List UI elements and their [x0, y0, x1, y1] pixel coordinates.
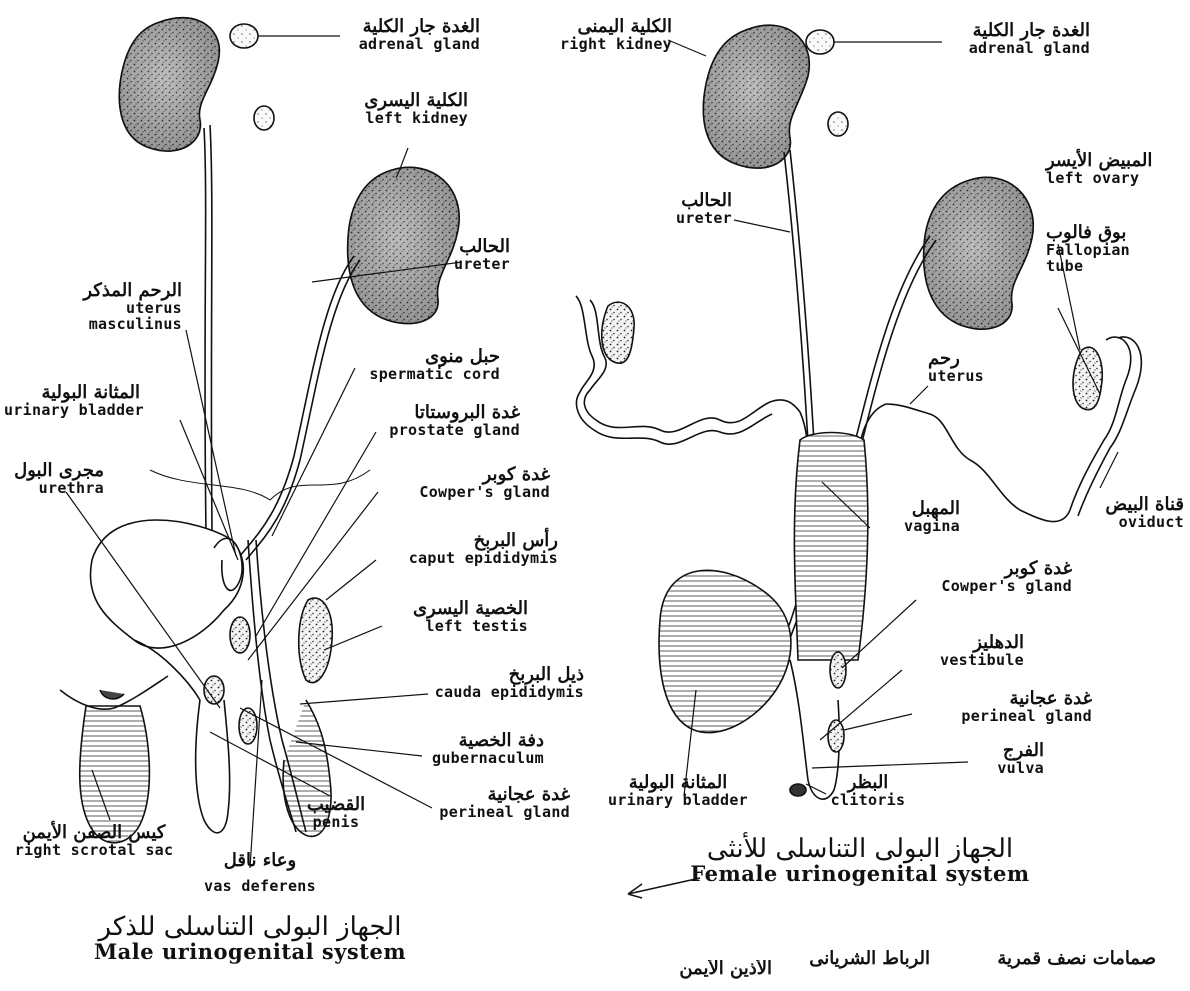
female-cowpers: [830, 652, 846, 688]
female-label-ureter: الحالب ureter: [660, 192, 732, 227]
male-title: الجهاز البولى التناسلى للذكر Male urinog…: [80, 914, 420, 963]
male-label-cauda-epididymis: ذيل البربخ cauda epididymis: [420, 666, 584, 701]
male-label-adrenal-gland: الغدة جار الكلية adrenal gland: [330, 18, 480, 53]
male-label-ureter: الحالب ureter: [440, 238, 510, 273]
bottom-label-right-atrium: الأذين الأيمن: [642, 960, 772, 991]
male-label-cowpers-gland: غدة كوبر Cowper's gland: [378, 466, 550, 501]
male-diagram: [60, 18, 462, 868]
female-label-perineal-gland: غدة عجانية perineal gland: [910, 690, 1092, 725]
female-left-kidney: [924, 177, 1034, 329]
male-adrenal-1: [230, 24, 258, 48]
female-label-adrenal-gland: الغدة جار الكلية adrenal gland: [940, 22, 1090, 57]
female-label-vulva: الفرج vulva: [964, 742, 1044, 777]
male-label-uterus-masculinus: الرحم المذكر uterus masculinus: [68, 282, 182, 332]
male-label-perineal-gland: غدة عجانية perineal gland: [420, 786, 570, 821]
female-label-vagina: المهبل vagina: [870, 500, 960, 535]
male-label-left-testis: الخصية اليسرى left testis: [384, 600, 528, 635]
female-label-urinary-bladder: المثانة البولية urinary bladder: [588, 774, 768, 809]
female-label-fallopian-tube: بوق فالوب Fallopian tube: [1046, 224, 1166, 274]
female-label-oviduct: قناة البيض oviduct: [1074, 496, 1184, 531]
male-label-left-kidney: الكلية اليسرى left kidney: [338, 92, 468, 127]
bottom-label-arterial-ligament: الرباط الشريانى: [780, 950, 930, 991]
female-left-ovary: [1073, 347, 1102, 410]
male-left-testis: [299, 598, 332, 683]
female-right-kidney: [703, 25, 809, 168]
male-bladder: [90, 520, 243, 648]
female-clitoris: [790, 784, 806, 796]
male-label-prostate-gland: غدة البروستاتا prostate gland: [370, 404, 520, 439]
male-label-caput-epididymis: رأس البربخ caput epididymis: [372, 532, 558, 567]
female-title: الجهاز البولى التناسلى للأنثى Female uri…: [680, 836, 1040, 885]
bottom-label-semilunar-valves: صمامات نصف قمرية: [966, 950, 1156, 991]
male-label-right-scrotal-sac: كيس الصفن الأيمن right scrotal sac: [4, 824, 184, 859]
female-adrenal-2: [828, 112, 848, 136]
female-label-right-kidney: الكلية اليمنى right kidney: [560, 18, 672, 53]
male-label-vas-deferens: وعاء ناقل vas deferens: [200, 852, 320, 895]
male-adrenal-2: [254, 106, 274, 130]
female-label-left-ovary: المبيض الأيسر left ovary: [1046, 152, 1186, 187]
female-adrenal-1: [806, 30, 834, 54]
male-prostate: [230, 617, 250, 653]
female-label-cowpers-gland: غدة كوبر Cowper's gland: [910, 560, 1072, 595]
male-label-urinary-bladder: المثانة البولية urinary bladder: [4, 384, 140, 419]
male-label-spermatic-cord: حبل منوى spermatic cord: [350, 348, 500, 383]
female-label-uterus: رحم uterus: [928, 350, 1018, 385]
female-label-vestibule: الدهليز vestibule: [900, 634, 1024, 669]
female-label-clitoris: البظر clitoris: [818, 774, 918, 809]
male-cowpers: [239, 708, 257, 744]
female-right-ovary: [602, 302, 634, 363]
male-label-urethra: مجرى البول urethra: [4, 462, 104, 497]
female-vagina: [794, 433, 867, 661]
male-label-gubernaculum: دفة الخصية gubernaculum: [416, 732, 544, 767]
male-label-penis: القضيب penis: [296, 796, 376, 831]
male-penis: [196, 700, 230, 833]
female-perineal: [828, 720, 844, 752]
female-bladder: [659, 570, 791, 732]
